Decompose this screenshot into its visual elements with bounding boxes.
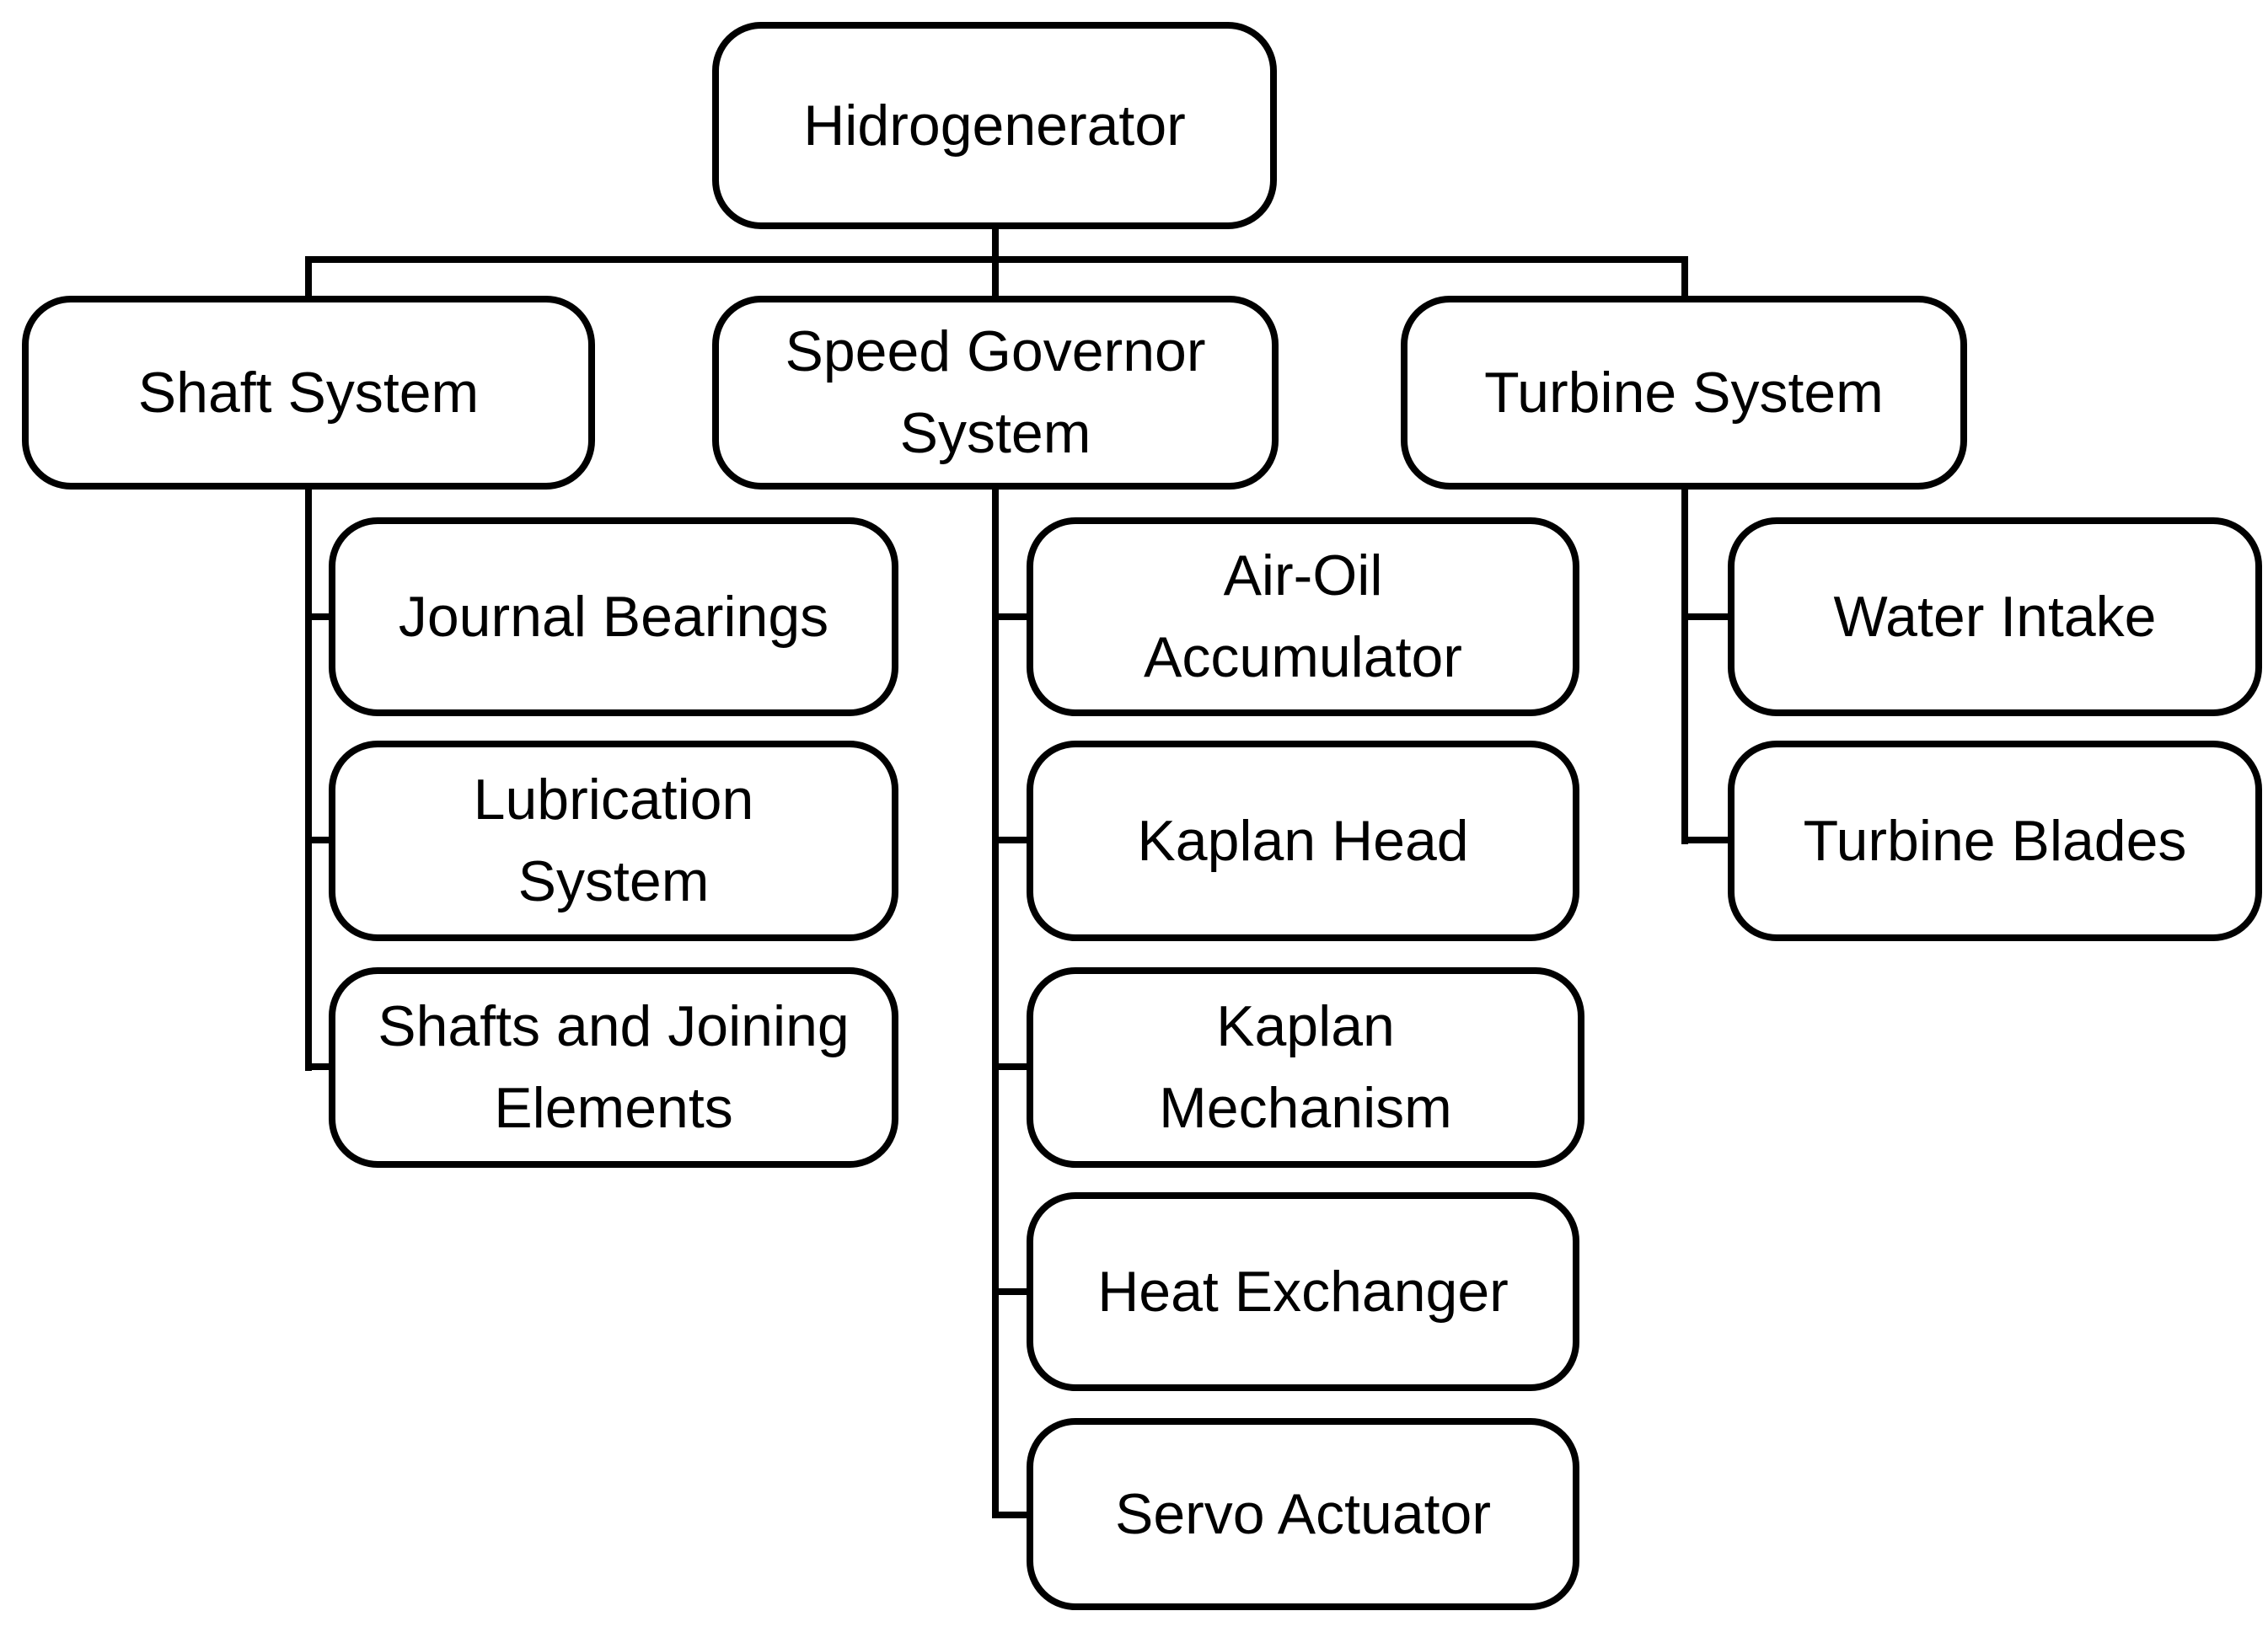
connector-journal-bearings-stub xyxy=(305,613,335,620)
node-shafts-and-joining-elements: Shafts and Joining Elements xyxy=(329,967,898,1168)
connector-water-intake-stub xyxy=(1681,613,1735,620)
node-kaplan-head: Kaplan Head xyxy=(1027,741,1579,941)
connector-turbine-trunk xyxy=(1681,484,1688,844)
node-turbine-system: Turbine System xyxy=(1401,296,1967,490)
node-kaplan-head-label: Kaplan Head xyxy=(1137,808,1469,873)
connector-shafts-joining-stub xyxy=(305,1063,335,1070)
node-turbine-blades-label: Turbine Blades xyxy=(1803,808,2187,873)
node-turbine-blades: Turbine Blades xyxy=(1728,741,2262,941)
node-water-intake: Water Intake xyxy=(1728,517,2262,716)
connector-turbine-system-stub xyxy=(1681,256,1688,300)
connector-air-oil-stub xyxy=(992,613,1033,620)
node-journal-bearings: Journal Bearings xyxy=(329,517,898,716)
connector-kaplan-mechanism-stub xyxy=(992,1063,1033,1070)
connector-kaplan-head-stub xyxy=(992,837,1033,843)
node-speed-governor-system: Speed Governor System xyxy=(712,296,1279,490)
node-heat-exchanger-label: Heat Exchanger xyxy=(1097,1259,1509,1324)
node-speed-governor-system-label: Speed Governor System xyxy=(785,319,1206,465)
node-air-oil-accumulator-label: Air-Oil Accumulator xyxy=(1144,543,1462,689)
node-air-oil-accumulator: Air-Oil Accumulator xyxy=(1027,517,1579,716)
node-turbine-system-label: Turbine System xyxy=(1484,360,1884,425)
node-water-intake-label: Water Intake xyxy=(1833,584,2157,649)
node-servo-actuator: Servo Actuator xyxy=(1027,1418,1579,1610)
node-journal-bearings-label: Journal Bearings xyxy=(398,584,829,649)
connector-heat-exchanger-stub xyxy=(992,1288,1033,1295)
node-hidrogenerator: Hidrogenerator xyxy=(712,22,1277,229)
node-hidrogenerator-label: Hidrogenerator xyxy=(803,93,1186,158)
node-shaft-system-label: Shaft System xyxy=(137,360,480,425)
connector-speed-trunk xyxy=(992,484,999,1518)
node-kaplan-mechanism: Kaplan Mechanism xyxy=(1027,967,1584,1168)
connector-servo-actuator-stub xyxy=(992,1512,1033,1518)
node-kaplan-mechanism-label: Kaplan Mechanism xyxy=(1159,994,1452,1140)
node-heat-exchanger: Heat Exchanger xyxy=(1027,1192,1579,1391)
connector-turbine-blades-stub xyxy=(1681,837,1735,843)
node-shaft-system: Shaft System xyxy=(22,296,595,490)
connector-root-drop xyxy=(992,222,999,263)
node-shafts-and-joining-elements-label: Shafts and Joining Elements xyxy=(378,994,850,1140)
connector-shaft-system-stub xyxy=(305,256,312,300)
connector-shaft-trunk xyxy=(305,484,312,1071)
node-lubrication-system-label: Lubrication System xyxy=(473,768,754,913)
connector-speed-governor-stub xyxy=(992,256,999,300)
connector-lubrication-stub xyxy=(305,837,335,843)
node-lubrication-system: Lubrication System xyxy=(329,741,898,941)
node-servo-actuator-label: Servo Actuator xyxy=(1114,1481,1492,1546)
